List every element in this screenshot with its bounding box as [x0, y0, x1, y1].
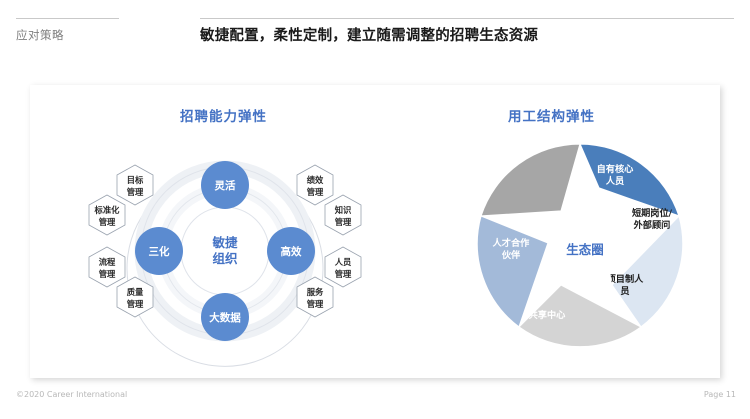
hex-right-3[interactable]: 服务 管理	[296, 276, 334, 318]
eco-segment-label-2b: 员	[620, 286, 629, 297]
hex-shape	[116, 164, 154, 206]
agile-node-left[interactable]: 三化	[135, 227, 183, 275]
agile-node-label-1: 高效	[281, 245, 302, 258]
eco-segment-label-1b: 外部顾问	[633, 219, 671, 231]
core-label-line1: 敏捷	[211, 235, 238, 250]
hex-left-label-3a: 质量	[127, 287, 144, 297]
eco-center-core	[548, 188, 612, 285]
content-card: 招聘能力弹性 用工结构弹性 敏捷 组织 灵活	[30, 85, 720, 378]
eco-segment-shape-3	[476, 215, 549, 328]
eco-segment-1[interactable]: 短期岗位/ 外部顾问	[611, 207, 684, 328]
agile-node-top[interactable]: 灵活	[201, 161, 249, 209]
agile-node-label-2: 大数据	[209, 311, 241, 324]
eco-segment-label-0a: 自有核心	[597, 163, 635, 175]
agile-node-label-3: 三化	[149, 245, 170, 258]
eco-segment-0[interactable]: 自有核心 人员	[579, 143, 680, 217]
eco-segment-label-3a: 共享中心	[529, 309, 567, 321]
node-circle-right	[267, 227, 315, 275]
section-kicker: 应对策略	[16, 28, 64, 42]
hex-shape	[324, 246, 362, 288]
hex-right-2[interactable]: 人员 管理	[324, 246, 362, 288]
agile-node-label-0: 灵活	[214, 179, 236, 192]
eco-segment-label-4a: 人才合作	[493, 237, 531, 249]
node-circle-top	[201, 161, 249, 209]
ecosystem-ring-diagram: 自有核心 人员 短期岗位/ 外部顾问 项目制人 员 共享中心	[455, 130, 705, 370]
hex-shape	[116, 276, 154, 318]
node-circle-bottom	[201, 293, 249, 341]
eco-segment-label-1a: 短期岗位/	[632, 207, 673, 219]
hex-right-0[interactable]: 绩效 管理	[296, 164, 334, 206]
eco-center-label: 生态圈	[566, 242, 604, 257]
hex-right-label-3b: 管理	[307, 299, 324, 309]
footer-copyright: ©2020 Career International	[16, 390, 128, 399]
eco-segment-label-0b: 人员	[606, 175, 624, 187]
slide-header: 应对策略 敏捷配置，柔性定制，建立随需调整的招聘生态资源	[0, 0, 750, 72]
eco-segment-shape-2	[518, 284, 643, 348]
agile-node-bottom[interactable]: 大数据	[201, 293, 249, 341]
eco-segment-4[interactable]: 人才合作 伙伴	[480, 143, 581, 261]
hex-left-label-3b: 管理	[127, 299, 144, 309]
hex-right-label-2a: 人员	[335, 257, 352, 267]
hex-shape	[88, 194, 126, 236]
agile-node-right[interactable]: 高效	[267, 227, 315, 275]
hex-left-2[interactable]: 流程 管理	[88, 246, 126, 288]
hex-left-3[interactable]: 质量 管理	[116, 276, 154, 318]
panel-title-workforce-structure: 用工结构弹性	[508, 109, 595, 125]
eco-segment-shape-4	[480, 143, 581, 217]
hex-left-1[interactable]: 标准化 管理	[88, 194, 126, 236]
hex-left-label-2a: 流程	[99, 257, 116, 267]
hex-right-label-0b: 管理	[307, 187, 324, 197]
node-circle-left	[135, 227, 183, 275]
panel-title-recruit-capability: 招聘能力弹性	[180, 109, 267, 125]
core-label-line2: 组织	[212, 251, 238, 266]
hex-left-label-2b: 管理	[99, 269, 116, 279]
header-rule-left	[16, 18, 119, 19]
hex-shape	[88, 246, 126, 288]
eco-segment-shape-0	[579, 143, 680, 217]
hex-left-label-1b: 管理	[99, 217, 116, 227]
footer-page-number: Page 11	[703, 390, 736, 399]
header-rule-right	[200, 18, 734, 19]
hex-shape	[296, 276, 334, 318]
hex-left-label-1a: 标准化	[94, 205, 121, 215]
hex-right-label-1b: 管理	[335, 217, 352, 227]
hex-shape	[296, 164, 334, 206]
hex-right-label-2b: 管理	[335, 269, 352, 279]
hex-left-label-0b: 管理	[127, 187, 144, 197]
hex-right-label-1a: 知识	[335, 205, 352, 215]
agile-organization-diagram: 敏捷 组织 灵活 高效 大数据 三化 目标	[70, 133, 400, 368]
eco-segment-2[interactable]: 项目制人 员	[518, 273, 645, 348]
hex-right-label-0a: 绩效	[307, 175, 324, 185]
eco-segment-3[interactable]: 共享中心	[476, 215, 567, 328]
hex-shape	[324, 194, 362, 236]
hex-right-1[interactable]: 知识 管理	[324, 194, 362, 236]
eco-segment-label-4b: 伙伴	[502, 249, 521, 261]
hex-right-label-3a: 服务	[307, 287, 324, 297]
page-title: 敏捷配置，柔性定制，建立随需调整的招聘生态资源	[200, 28, 539, 44]
outer-arc-bottom	[147, 328, 303, 367]
eco-segment-shape-1	[611, 214, 684, 328]
hex-left-0[interactable]: 目标 管理	[116, 164, 154, 206]
eco-segment-label-2a: 项目制人	[607, 273, 645, 285]
hex-left-label-0a: 目标	[127, 175, 144, 185]
